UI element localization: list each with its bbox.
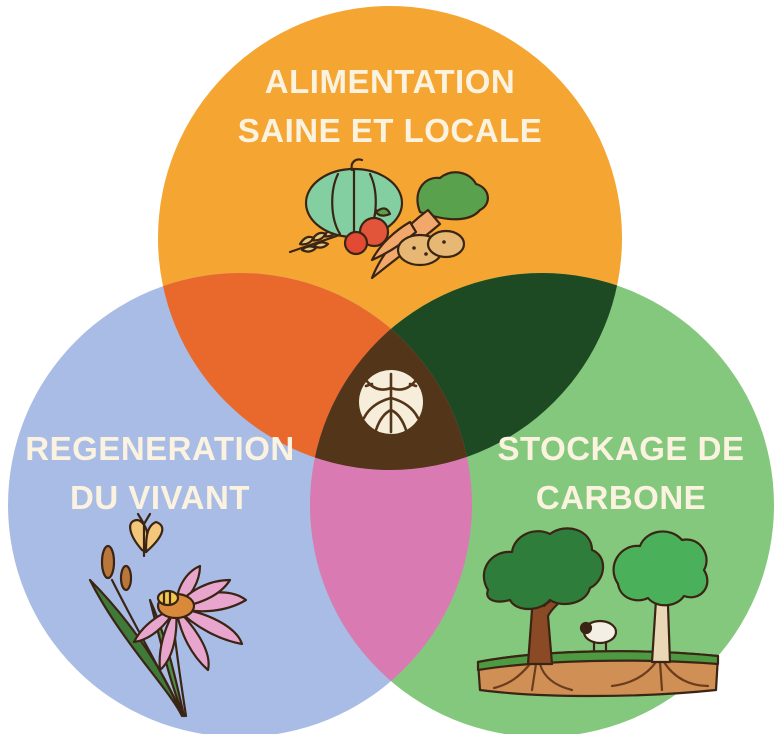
vegetables-icon xyxy=(288,158,489,280)
label-top-line1: ALIMENTATION xyxy=(265,63,515,100)
label-right-line1: STOCKAGE DE xyxy=(498,430,745,467)
label-top-line2: SAINE ET LOCALE xyxy=(238,112,543,149)
trees-roots-icon xyxy=(476,527,720,698)
label-right-line2: CARBONE xyxy=(536,479,706,516)
overlap-center xyxy=(310,273,472,470)
roots-icon xyxy=(359,370,423,434)
label-left-line2: DU VIVANT xyxy=(70,479,250,516)
label-left-line1: REGENERATION xyxy=(25,430,294,467)
wildflower-icon xyxy=(88,512,248,718)
